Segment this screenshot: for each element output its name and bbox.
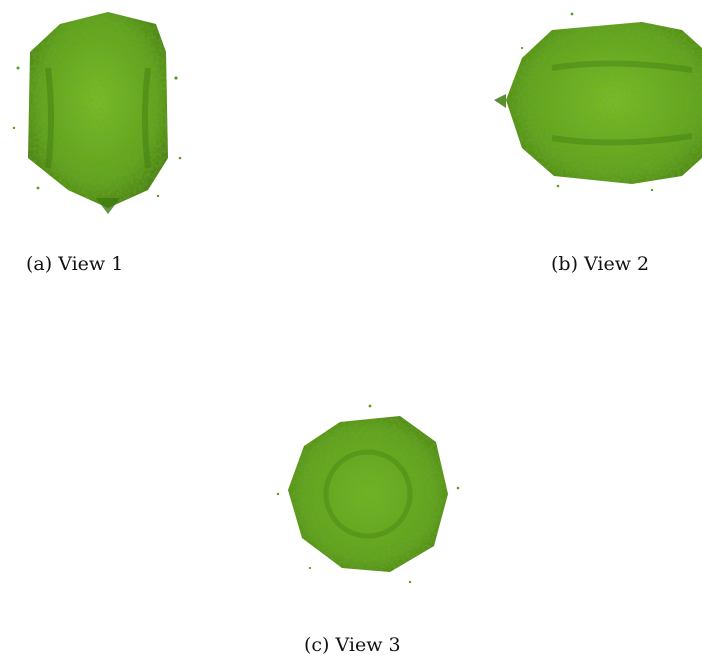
view-1-surface <box>28 12 168 208</box>
view-3-caption: (c) View 3 <box>304 634 401 656</box>
view-3-image <box>270 398 470 590</box>
view-1-render <box>12 12 182 214</box>
view-3-surface <box>288 416 448 572</box>
view-2-surface <box>506 22 702 184</box>
view-2-image <box>492 8 702 200</box>
view-1-caption: (a) View 1 <box>26 253 124 275</box>
view-2-render <box>494 12 702 192</box>
view-3-render <box>276 404 460 584</box>
view-2-caption: (b) View 2 <box>551 253 650 275</box>
view-1-image <box>8 8 208 218</box>
